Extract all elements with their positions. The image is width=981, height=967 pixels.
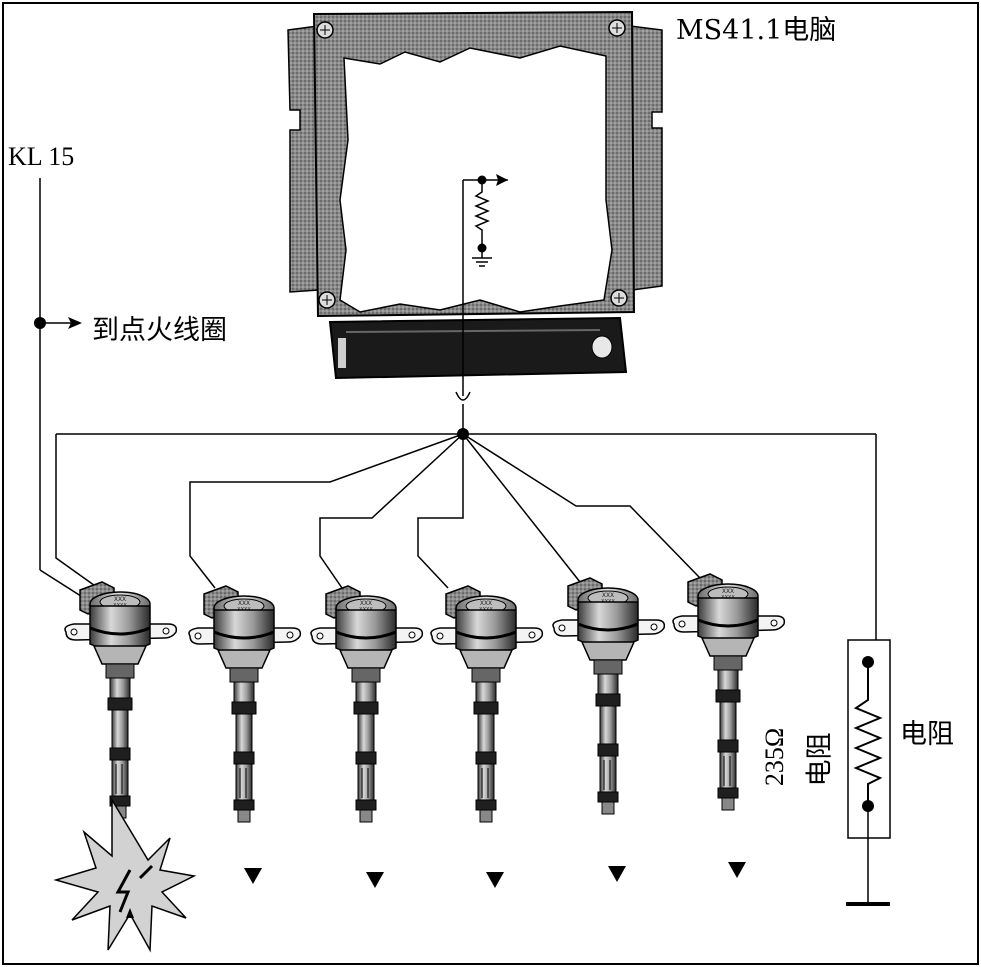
ecu-connector [328, 316, 628, 380]
ground-symbol-icon [472, 248, 492, 267]
ecu-box [287, 10, 663, 396]
coil-4 [429, 584, 544, 824]
coil-5 [551, 576, 666, 816]
ecu-label: MS41.1电脑 [676, 15, 837, 46]
connector-pin-symbol [455, 391, 471, 401]
screw-icon [610, 289, 628, 307]
resistor-vertical-label: 电阻 [804, 732, 836, 787]
ecu-internal-resistor [462, 174, 508, 396]
coil-3 [309, 584, 424, 824]
arrow-right-icon [68, 317, 82, 329]
kl15-label: KL 15 [8, 142, 75, 171]
resistor-label: 电阻 [900, 719, 954, 750]
screw-icon [316, 21, 334, 39]
coil-1 [63, 580, 178, 820]
spark-burst-icon [53, 797, 197, 953]
spark-tip-arrows [244, 862, 746, 888]
signal-wiring [55, 428, 877, 640]
kl15-supply-line [34, 178, 85, 599]
screw-icon [608, 19, 626, 37]
to-ignition-coils-label: 到点火线圈 [92, 315, 227, 346]
resistor-value-label: 235Ω [760, 727, 790, 787]
coil-2 [187, 584, 302, 824]
screw-icon [318, 291, 336, 309]
shunt-resistor [846, 639, 891, 906]
